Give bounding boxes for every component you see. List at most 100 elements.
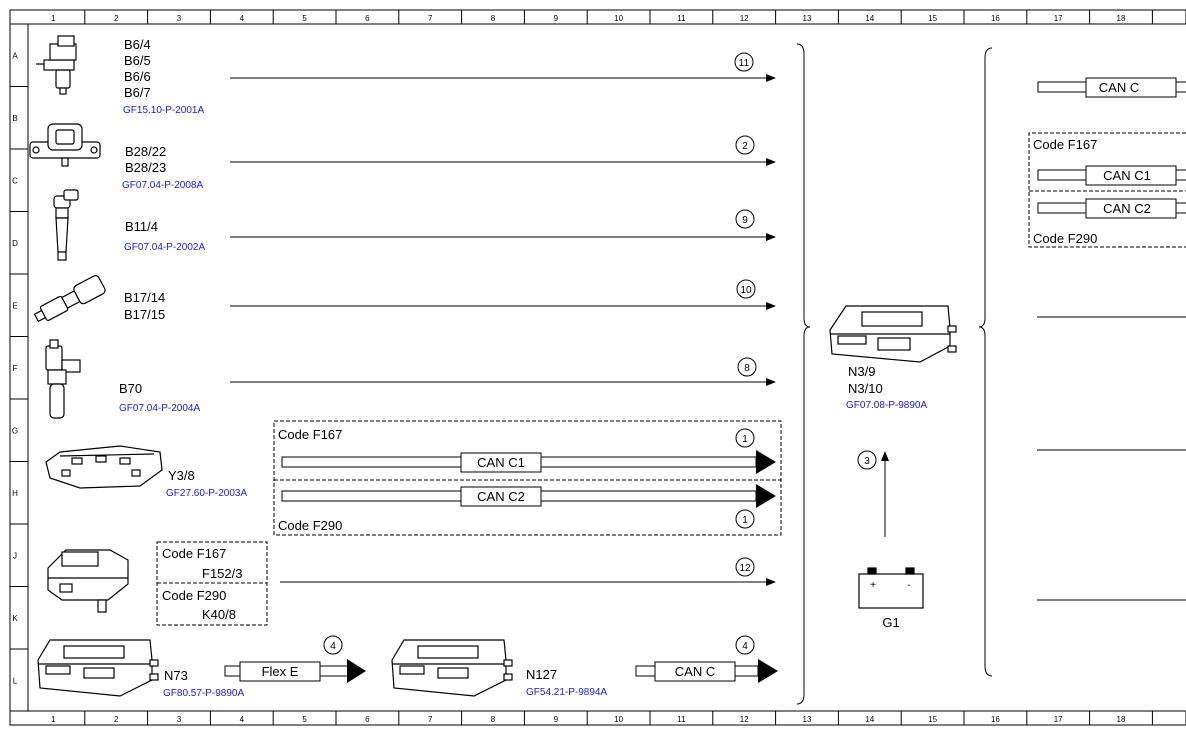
column-label: 8 bbox=[491, 715, 496, 724]
b6-signal-number-badge bbox=[734, 52, 754, 72]
column-label: 5 bbox=[302, 14, 307, 23]
b11-reference-link[interactable]: GF07.04-P-2002A bbox=[124, 242, 205, 253]
column-label: 8 bbox=[491, 14, 496, 23]
column-label: 3 bbox=[177, 715, 182, 724]
b11-signal-number-badge bbox=[735, 209, 755, 229]
row-label: J bbox=[13, 551, 17, 560]
diagram-frame bbox=[9, 9, 1186, 726]
column-label: 11 bbox=[677, 14, 686, 23]
column-label: 12 bbox=[740, 715, 749, 724]
n127-designation: N127 bbox=[526, 667, 557, 682]
n3-control-unit-icon bbox=[829, 305, 957, 363]
column-label: 9 bbox=[554, 14, 559, 23]
b28-sensor-icon bbox=[29, 123, 101, 167]
b17-designations: B17/14 B17/15 bbox=[124, 290, 165, 322]
g1-signal-number-badge bbox=[857, 450, 877, 470]
b28-reference-link[interactable]: GF07.04-P-2008A bbox=[122, 180, 203, 191]
can-c2-number: 1 bbox=[742, 515, 748, 526]
right-can-c2-label: CAN C2 bbox=[1103, 201, 1151, 216]
column-label: 10 bbox=[614, 14, 623, 23]
b70-signal-number-badge bbox=[737, 357, 757, 377]
f152-designation: F152/3 bbox=[202, 566, 242, 581]
column-label: 2 bbox=[114, 715, 119, 724]
y3-designation: Y3/8 bbox=[168, 468, 195, 483]
can-group-box bbox=[273, 420, 782, 536]
right-can-c1-bus: CAN C1 bbox=[1037, 165, 1186, 186]
n73-reference-link[interactable]: GF80.57-P-9890A bbox=[163, 688, 244, 699]
n3-designation-2: N3/10 bbox=[848, 381, 883, 396]
b28-designations: B28/22 B28/23 bbox=[125, 144, 166, 175]
b6-reference-link[interactable]: GF15.10-P-2001A bbox=[123, 105, 204, 116]
right-output-brace bbox=[978, 47, 993, 677]
column-label: 13 bbox=[803, 715, 812, 724]
column-label: 13 bbox=[803, 14, 812, 23]
column-label: 15 bbox=[928, 14, 937, 23]
row-label: D bbox=[12, 239, 18, 248]
flex-e-bus: Flex E 4 bbox=[224, 635, 366, 683]
column-label: 15 bbox=[928, 715, 937, 724]
b70-signal-number: 8 bbox=[744, 363, 750, 374]
y3-reference-link[interactable]: GF27.60-P-2003A bbox=[166, 488, 247, 499]
column-label: 10 bbox=[614, 715, 623, 724]
column-label: 2 bbox=[114, 14, 119, 23]
b6-designations: B6/4 B6/5 B6/6 B6/7 bbox=[124, 37, 151, 100]
f152-code-f167: Code F167 bbox=[162, 546, 226, 561]
battery-minus-sign: - bbox=[907, 580, 910, 591]
flex-e-number-badge bbox=[323, 635, 343, 655]
b11-signal-number: 9 bbox=[742, 215, 748, 226]
column-label: 4 bbox=[240, 715, 245, 724]
can-c-bottom-number-badge bbox=[735, 635, 755, 655]
f152-code-box bbox=[156, 541, 268, 626]
b70-reference-link[interactable]: GF07.04-P-2004A bbox=[119, 403, 200, 414]
b17-signal-number: 10 bbox=[740, 285, 752, 296]
b28-signal-number-badge bbox=[735, 135, 755, 155]
b11-designation: B11/4 bbox=[125, 219, 158, 234]
b28-designation-1: B28/22 bbox=[125, 144, 166, 159]
row-label: C bbox=[12, 176, 18, 185]
b6-designation-3: B6/6 bbox=[124, 69, 151, 84]
column-label: 18 bbox=[1117, 14, 1126, 23]
column-label: 14 bbox=[865, 715, 874, 724]
column-label: 7 bbox=[428, 14, 433, 23]
flex-e-number: 4 bbox=[330, 641, 336, 652]
b17-designation-1: B17/14 bbox=[124, 290, 165, 305]
right-can-c-bus: CAN C bbox=[1037, 77, 1186, 98]
can-c-bus-bottom: CAN C 4 bbox=[635, 635, 778, 683]
row-label: A bbox=[12, 51, 18, 60]
column-label: 6 bbox=[365, 14, 370, 23]
b6-designation-2: B6/5 bbox=[124, 53, 151, 68]
row-label: B bbox=[12, 114, 17, 123]
b6-designation-4: B6/7 bbox=[124, 85, 151, 100]
n3-designation-1: N3/9 bbox=[848, 364, 875, 379]
row-label: K bbox=[12, 614, 18, 623]
y3-valve-body-icon bbox=[45, 445, 163, 489]
n127-reference-link[interactable]: GF54.21-P-9894A bbox=[526, 687, 607, 698]
b28-designation-2: B28/23 bbox=[125, 160, 166, 175]
k40-code-f290: Code F290 bbox=[162, 588, 226, 603]
n73-designation: N73 bbox=[164, 668, 188, 683]
flex-e-label: Flex E bbox=[262, 664, 299, 679]
n3-designations: N3/9 N3/10 bbox=[848, 364, 883, 396]
can-c2-number-badge bbox=[735, 509, 755, 529]
can-c1-number: 1 bbox=[742, 434, 748, 445]
column-label: 17 bbox=[1054, 715, 1063, 724]
f152-signal-number-badge bbox=[735, 557, 755, 577]
can-c-bottom-label: CAN C bbox=[675, 664, 715, 679]
n3-reference-link[interactable]: GF07.08-P-9890A bbox=[846, 400, 927, 411]
right-can-c-label: CAN C bbox=[1099, 80, 1139, 95]
right-code-f167: Code F167 bbox=[1033, 137, 1097, 152]
can-c1-label: CAN C1 bbox=[477, 455, 525, 470]
column-label: 6 bbox=[365, 715, 370, 724]
b6-designation-1: B6/4 bbox=[124, 37, 151, 52]
b17-sensor-icon bbox=[33, 275, 106, 323]
column-label: 12 bbox=[740, 14, 749, 23]
column-label: 18 bbox=[1117, 715, 1126, 724]
row-label: L bbox=[13, 676, 18, 685]
k40-designation: K40/8 bbox=[202, 607, 236, 622]
b17-designation-2: B17/15 bbox=[124, 307, 165, 322]
right-can-group-box bbox=[1028, 132, 1186, 248]
right-can-c2-bus: CAN C2 bbox=[1037, 198, 1186, 219]
column-label: 3 bbox=[177, 14, 182, 23]
